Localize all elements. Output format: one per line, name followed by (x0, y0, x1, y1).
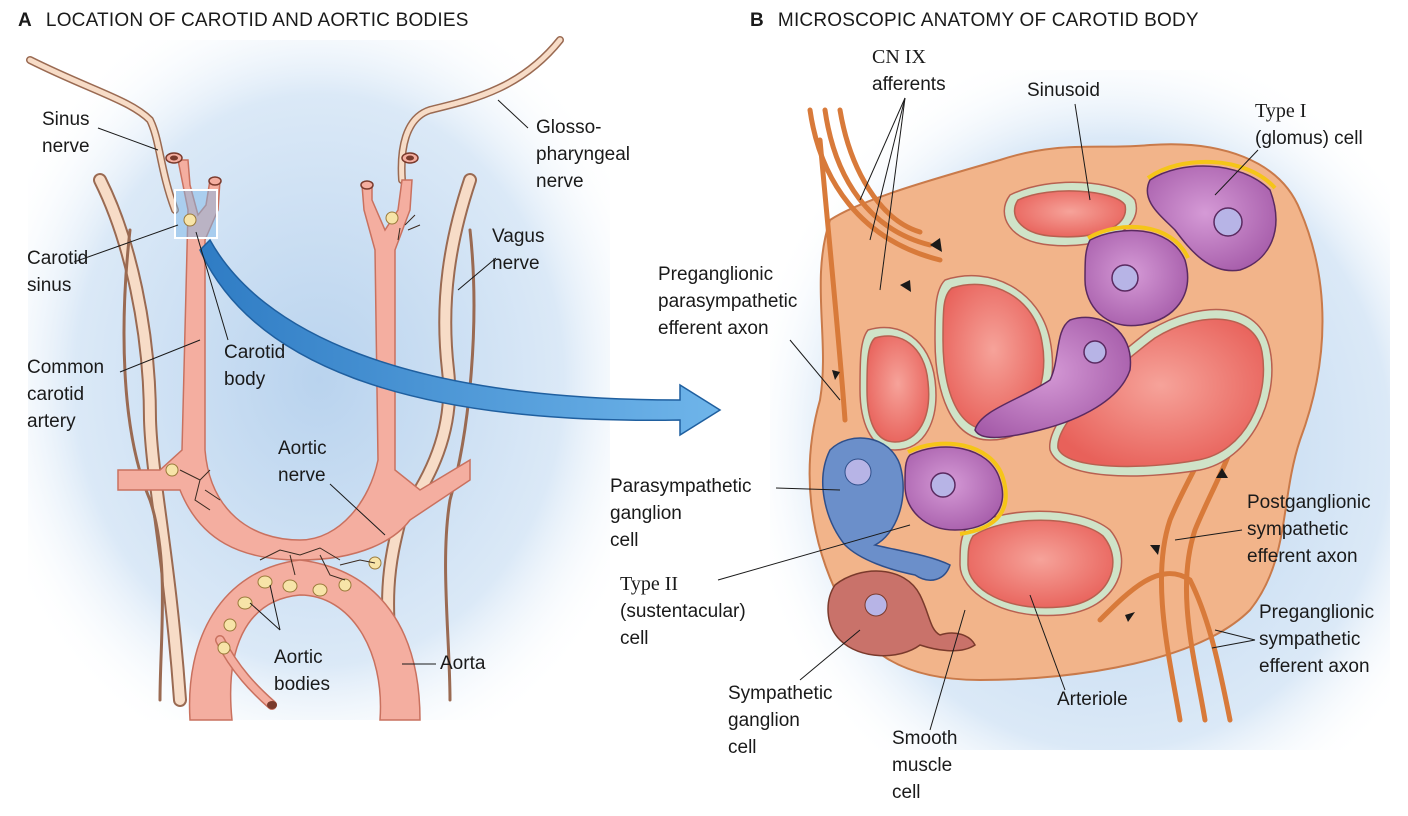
panel-b-letter: B (750, 10, 764, 31)
carotid-body (183, 213, 197, 227)
panel-a-background (28, 40, 610, 720)
panel-a-title-text: LOCATION OF CAROTID AND AORTIC BODIES (45, 10, 469, 31)
zoom-arrow (199, 238, 722, 437)
nerve-branches (179, 214, 421, 581)
label-sinusoid: Sinusoid (1027, 80, 1100, 101)
panel-a-leader-lines (73, 99, 529, 665)
type-ii-sustentacular-cells (907, 159, 1277, 536)
label-type-ii-cell: Type II(sustentacular)cell (620, 573, 746, 649)
panel-b-leader-lines (717, 97, 1259, 731)
type-i-glomus-cells (904, 165, 1277, 531)
sympathetic-ganglion-cell (827, 570, 976, 657)
panel-a-title: A LOCATION OF CAROTID AND AORTIC BODIES (18, 10, 469, 32)
carotid-body-callout-box (174, 189, 218, 239)
axon-arrows (832, 238, 1228, 622)
label-type-i-cell: Type I(glomus) cell (1255, 100, 1363, 149)
panel-a-letter: A (18, 10, 32, 31)
aortic-bodies (165, 463, 382, 655)
label-aorta: Aorta (440, 653, 486, 674)
label-arteriole: Arteriole (1057, 689, 1128, 710)
parasympathetic-ganglion-cell (822, 437, 951, 581)
panel-b-title-text: MICROSCOPIC ANATOMY OF CAROTID BODY (777, 10, 1199, 31)
panel-b-title: B MICROSCOPIC ANATOMY OF CAROTID BODY (750, 10, 1199, 32)
panel-a-nerves (26, 36, 564, 707)
carotid-body-right (385, 211, 399, 225)
